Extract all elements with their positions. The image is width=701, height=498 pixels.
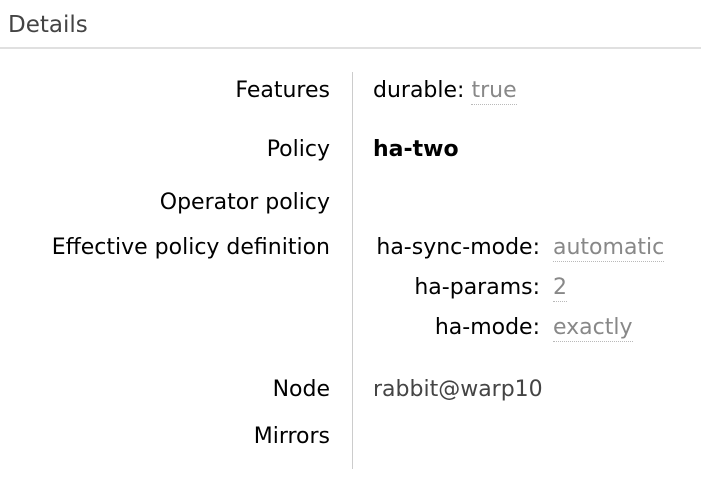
- section-title: Details: [0, 0, 701, 49]
- policy-def-value-ha-params: 2: [553, 275, 567, 302]
- effective-policy-definition-label: Effective policy definition: [51, 235, 330, 260]
- policy-def-key-ha-sync-mode: ha-sync-mode:: [376, 235, 540, 260]
- operator-policy-label: Operator policy: [159, 190, 330, 215]
- policy-def-key-ha-params: ha-params:: [414, 275, 540, 300]
- features-value: durable: true: [352, 72, 701, 136]
- policy-label: Policy: [266, 137, 330, 162]
- node-label: Node: [272, 377, 330, 402]
- facts-table: Features durable: true Policy ha-two Ope…: [0, 72, 701, 469]
- operator-policy-value: [352, 189, 701, 234]
- effective-policy-definition-value: ha-sync-mode: automatic ha-params: 2 ha-…: [352, 234, 701, 376]
- feature-value-durable: true: [471, 78, 517, 105]
- mirrors-value: [352, 423, 701, 469]
- node-value: rabbit@warp10: [352, 376, 701, 423]
- feature-key-durable: durable:: [373, 78, 465, 103]
- policy-definition-table: ha-sync-mode: automatic ha-params: 2 ha-…: [373, 234, 701, 342]
- policy-def-value-ha-mode: exactly: [553, 315, 633, 342]
- features-label: Features: [235, 78, 330, 103]
- policy-name: ha-two: [373, 137, 459, 162]
- mirrors-label: Mirrors: [253, 424, 330, 449]
- policy-def-key-ha-mode: ha-mode:: [434, 315, 540, 340]
- details-panel: Details Features durable: true Policy ha…: [0, 0, 701, 469]
- policy-value: ha-two: [352, 136, 701, 189]
- node-name: rabbit@warp10: [373, 377, 543, 402]
- policy-def-value-ha-sync-mode: automatic: [553, 235, 665, 262]
